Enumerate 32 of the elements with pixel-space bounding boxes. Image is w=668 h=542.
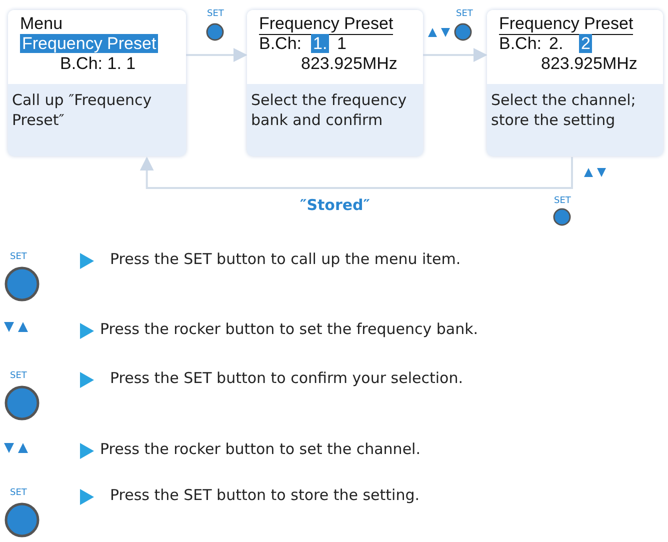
arrow	[186, 48, 248, 62]
highlighted-display-text: Frequency Preset	[20, 34, 158, 54]
highlighted-display-text: 2	[579, 34, 592, 54]
instruction-text: Press the rocker button to set the frequency bank.	[100, 320, 478, 338]
instruction-text: Press the SET button to confirm your selection.	[110, 369, 463, 387]
caption-text: Select the frequency bank and confirm	[250, 90, 408, 131]
highlighted-display-text: 1.	[311, 34, 330, 54]
display-text: 823.925MHz	[301, 54, 398, 74]
arrow	[423, 48, 488, 62]
caption-text: Call up ″Frequency Preset″	[11, 90, 153, 131]
button-caption: SET	[456, 9, 473, 19]
display-text: 823.925MHz	[541, 54, 638, 74]
display-text: B.Ch:	[259, 34, 302, 54]
screen-panel	[487, 10, 663, 156]
display-text: 2.	[549, 34, 564, 54]
button-caption: SET	[10, 252, 27, 262]
screen-panel	[8, 10, 186, 156]
button-caption: SET	[207, 9, 224, 19]
instruction-text: Press the rocker button to set the channel.	[100, 440, 420, 458]
display-text: 1	[337, 34, 346, 54]
display-text: B.Ch:	[499, 34, 542, 54]
display-text: Menu	[20, 14, 63, 34]
button-caption: SET	[10, 488, 27, 498]
arrow	[140, 156, 573, 189]
instruction-text: Press the SET button to store the setting.	[110, 486, 420, 504]
edge-label: ″Stored″	[300, 196, 370, 214]
screen-panel	[247, 10, 423, 156]
button-caption: SET	[10, 371, 27, 381]
display-text: B.Ch: 1. 1	[60, 54, 136, 74]
button-caption: SET	[554, 196, 571, 206]
caption-text: Select the channel; store the setting	[490, 90, 637, 131]
instruction-text: Press the SET button to call up the menu item.	[110, 250, 461, 268]
